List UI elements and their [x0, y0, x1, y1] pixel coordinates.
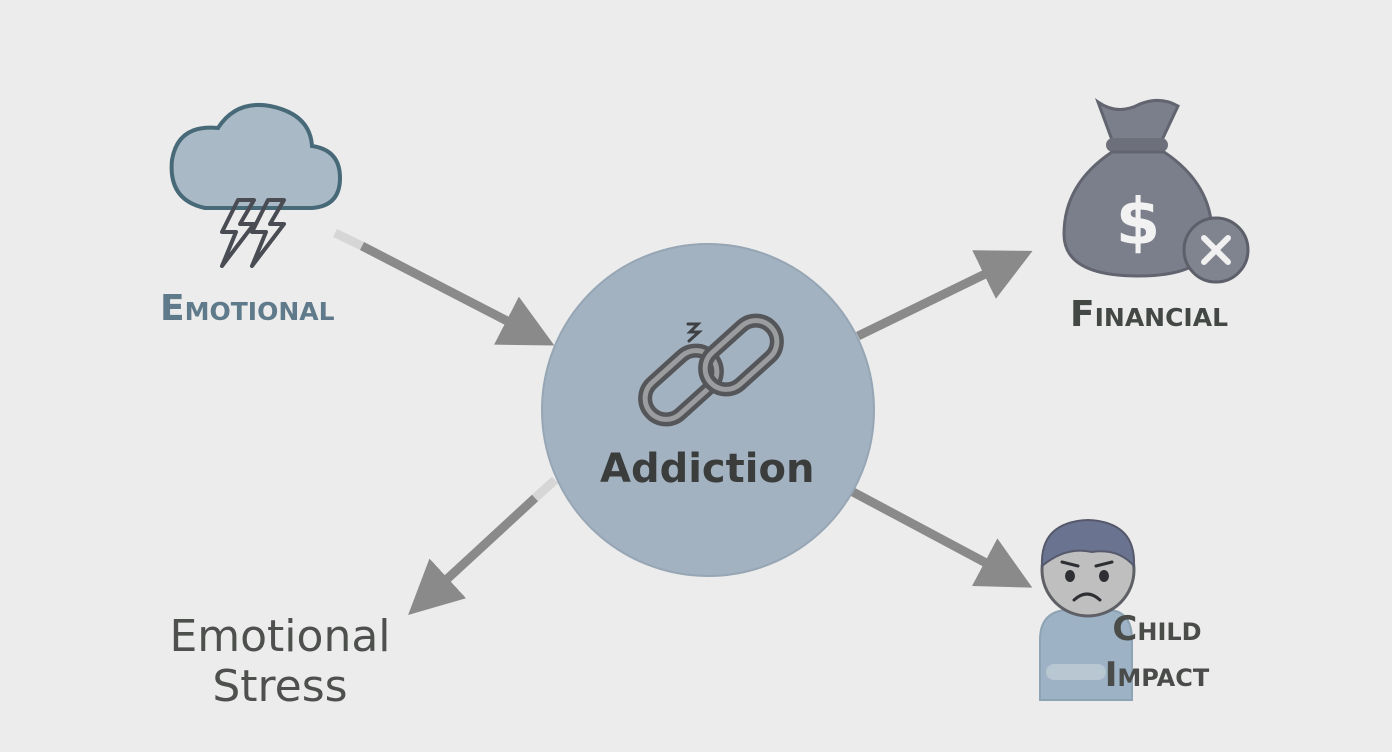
storm-cloud-icon: [169, 103, 343, 268]
emotional-stress-label: Emotional Stress: [160, 612, 400, 712]
arrow-addiction-to-financial: [856, 250, 1033, 341]
addiction-label: Addiction: [600, 446, 815, 492]
addiction-circle: [541, 243, 875, 577]
emotional-stress-line2: Stress: [212, 661, 348, 712]
money-bag-icon: $: [1062, 98, 1250, 284]
arrow-addiction-to-child-impact: [850, 488, 1033, 588]
emotional-stress-line1: Emotional: [169, 611, 391, 662]
financial-label: Financial: [1070, 294, 1229, 335]
svg-text:$: $: [1116, 186, 1161, 260]
child-impact-line1: Child: [1112, 609, 1202, 649]
emotional-label: Emotional: [160, 288, 335, 329]
chain-link-icon: [638, 313, 784, 427]
child-impact-label: Child Impact: [1082, 606, 1232, 698]
arrow-addiction-to-emotional-stress: [408, 476, 559, 615]
sad-child-icon: [1039, 518, 1136, 701]
arrow-emotional-to-addiction: [333, 228, 555, 346]
child-impact-line2: Impact: [1104, 655, 1210, 695]
